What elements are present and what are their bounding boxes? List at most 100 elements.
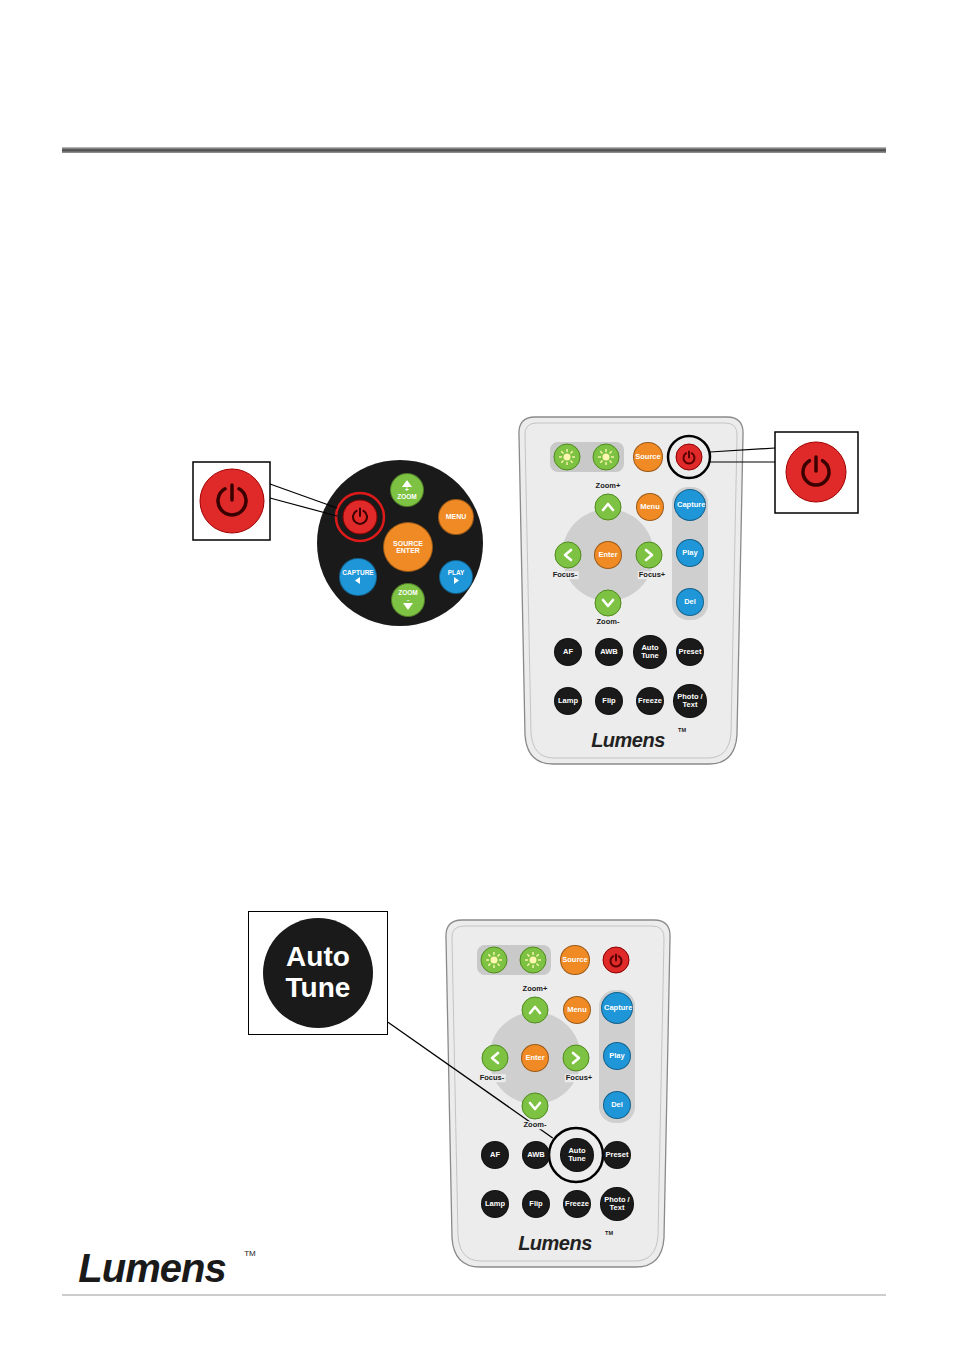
remote-body (519, 417, 743, 764)
arrow-glyph (402, 480, 412, 487)
arrow-button (595, 590, 621, 616)
button-label: Photo / Text (604, 1196, 630, 1212)
power-button (603, 947, 629, 973)
leader-line (710, 448, 775, 452)
illustration-circle (595, 590, 621, 616)
illustration-line (532, 952, 533, 955)
leader-line (388, 1022, 553, 1138)
illustration-line (600, 451, 602, 453)
button-label: AF (490, 1151, 500, 1159)
button-label: Play (682, 549, 697, 557)
illustration-line (610, 461, 612, 463)
button-face: Auto Tune (564, 1147, 590, 1163)
button-face: Source (562, 956, 587, 964)
remote-button: Auto Tune (633, 635, 666, 668)
button-label: + (405, 487, 409, 494)
remote-button: Freeze (563, 1190, 591, 1218)
remote-button: AWB (595, 638, 623, 666)
arrow-button (636, 542, 662, 568)
callout-box: Auto Tune (248, 911, 388, 1035)
remote-button: Source (633, 442, 663, 472)
button-label: ZOOM (398, 590, 418, 597)
power-button (786, 442, 846, 502)
remote-edge (452, 926, 664, 1261)
remote-button: Del (676, 588, 704, 616)
illustration-line (611, 456, 614, 457)
leader-line (709, 461, 775, 462)
illustration-line (598, 456, 601, 457)
button-face: Source (635, 453, 660, 461)
button-caption: Focus- (552, 571, 579, 579)
highlight-ring (668, 436, 710, 478)
illustration-line (605, 449, 606, 452)
arrow-glyph (451, 577, 461, 584)
remote-body (446, 920, 670, 1267)
button-face: Freeze (565, 1200, 589, 1208)
button-face: Play (609, 1052, 624, 1060)
remote-button: Preset (676, 638, 704, 666)
illustration-line (532, 965, 533, 968)
button-group (672, 487, 708, 620)
button-label: AWB (527, 1151, 545, 1159)
button-label: - (407, 597, 409, 604)
remote-outline (515, 415, 747, 767)
illustration-polygon (454, 577, 459, 584)
button-face: Photo / Text (677, 693, 703, 709)
button-face: AWB (600, 648, 618, 656)
remote-button: AWB (522, 1141, 550, 1169)
illustration-circle (563, 1045, 589, 1071)
illustration-circle (603, 947, 629, 973)
illustration-line (600, 461, 602, 463)
power-button (676, 444, 702, 470)
illustration-line (499, 959, 502, 960)
illustration-line (498, 954, 500, 956)
control-panel (317, 460, 483, 626)
remote-button: Flip (522, 1190, 550, 1218)
remote-button: Del (603, 1091, 631, 1119)
remote-button: Play (603, 1042, 631, 1070)
button-label: Lamp (485, 1200, 505, 1208)
button-group (599, 990, 635, 1123)
illustration-line (493, 965, 494, 968)
button-face: Enter (598, 551, 617, 559)
button-label: Lamp (558, 697, 578, 705)
button-caption: TM (677, 728, 687, 734)
button-label: AWB (600, 648, 618, 656)
brightness-button (554, 444, 580, 470)
illustration-polygon (355, 577, 360, 584)
remote-button: Menu (636, 493, 664, 521)
highlight-ring (549, 1128, 603, 1182)
button-face: Menu (567, 1006, 587, 1014)
illustration-circle (676, 444, 702, 470)
illustration-path (530, 1007, 540, 1013)
brand-logo: Lumens (591, 729, 665, 752)
button-group (477, 945, 551, 975)
button-label: CAPTURE (342, 570, 373, 577)
button-face: Freeze (638, 697, 662, 705)
button-label: Source (562, 956, 587, 964)
remote-button: Lamp (481, 1190, 509, 1218)
remote-button: Menu (563, 996, 591, 1024)
illustration-polygon (403, 603, 413, 610)
button-caption: Zoom+ (595, 482, 622, 490)
remote-button: Flip (595, 687, 623, 715)
button-caption: Focus+ (565, 1074, 593, 1082)
brightness-button (481, 947, 507, 973)
panel-button: ZOOM- (391, 583, 425, 617)
illustration-line (571, 461, 573, 463)
button-label: SOURCE ENTER (391, 540, 425, 555)
illustration-path (530, 1103, 540, 1109)
illustration-circle (554, 444, 580, 470)
callout-box (775, 432, 858, 513)
panel-button: +ZOOM (390, 473, 424, 507)
illustration-circle (636, 542, 662, 568)
remote-button: Play (676, 539, 704, 567)
illustration-circle (595, 494, 621, 520)
button-label: MENU (446, 513, 467, 520)
brightness-button (593, 444, 619, 470)
button-caption: Zoom+ (522, 985, 549, 993)
remote-control: LumensSourceMenuCaptureEnterPlayDelAFAWB… (442, 918, 674, 1270)
remote-button: Photo / Text (600, 1187, 633, 1220)
